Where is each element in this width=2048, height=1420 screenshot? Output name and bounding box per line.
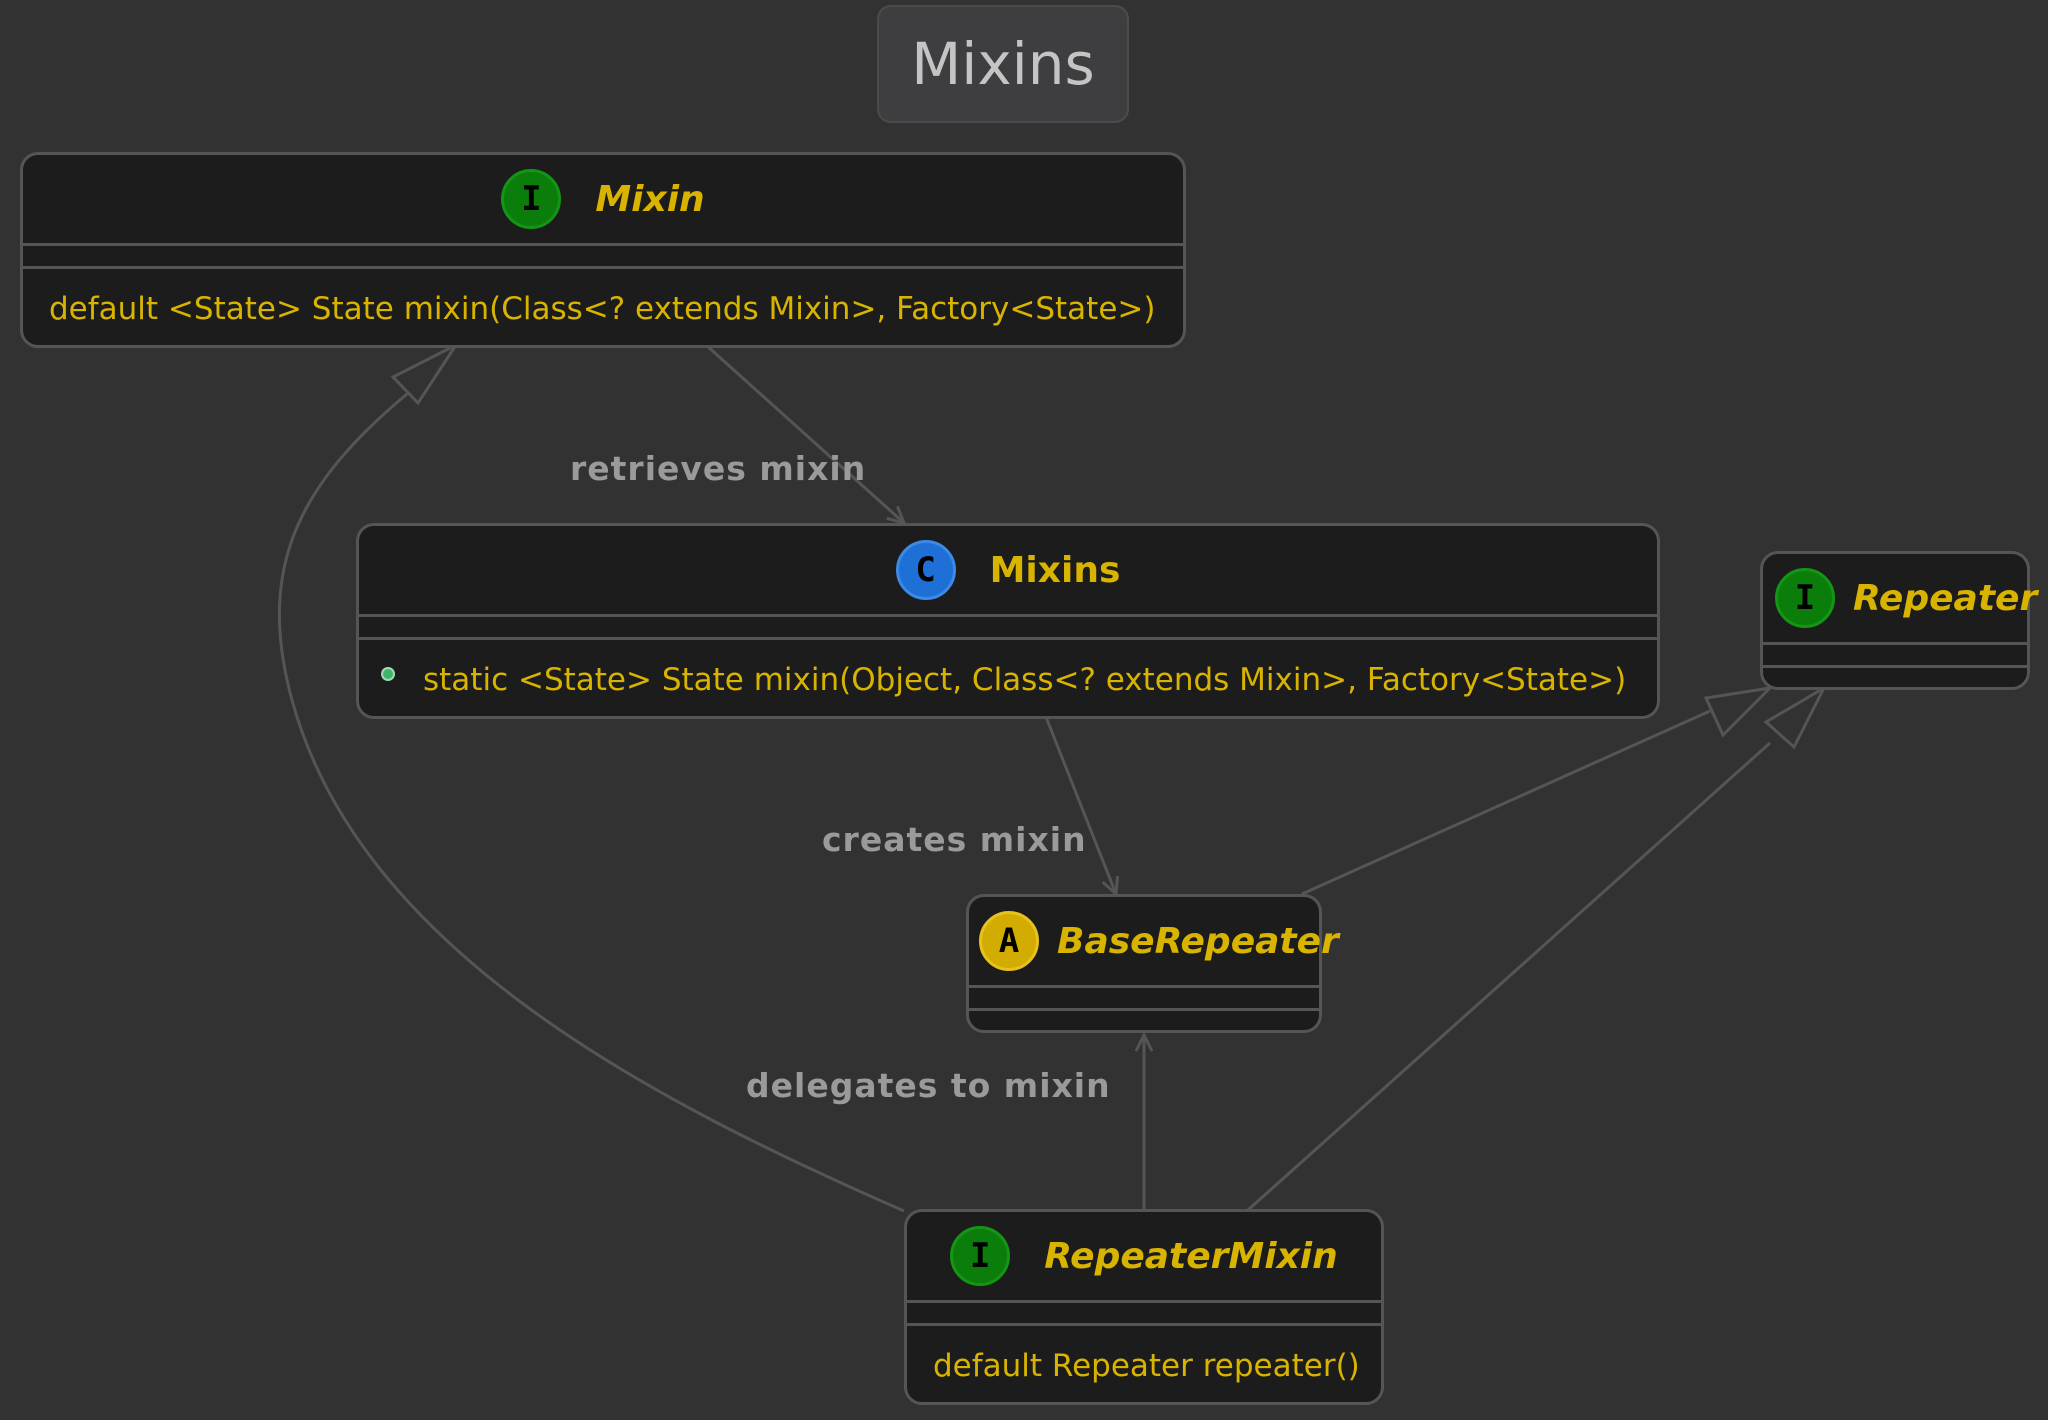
method-row: static <State> State mixin(Object, Class… xyxy=(359,640,1657,720)
edge-repeatermixin-to-repeater xyxy=(1246,741,1772,1212)
class-name: Repeater xyxy=(1853,577,2038,619)
class-repeater-mixin[interactable]: I RepeaterMixin default Repeater repeate… xyxy=(904,1209,1384,1405)
fields-section xyxy=(359,617,1657,640)
class-header: I RepeaterMixin xyxy=(907,1212,1381,1303)
realization-arrowhead xyxy=(1763,684,1828,750)
class-header: I Mixin xyxy=(23,155,1183,246)
class-header: A BaseRepeater xyxy=(969,897,1339,988)
class-repeater[interactable]: I Repeater xyxy=(1760,551,2037,690)
method-signature: static <State> State mixin(Object, Class… xyxy=(423,662,1627,698)
edge-label-retrieves-mixin: retrieves mixin xyxy=(570,449,867,488)
class-name: RepeaterMixin xyxy=(1044,1235,1338,1277)
class-name: Mixin xyxy=(595,178,705,220)
class-name: BaseRepeater xyxy=(1057,920,1339,962)
fields-section xyxy=(907,1303,1381,1326)
fields-section xyxy=(969,988,1319,1011)
fields-section xyxy=(1763,645,2027,668)
class-name: Mixins xyxy=(989,549,1121,591)
edge-repeatermixin-to-mixin xyxy=(277,383,905,1213)
interface-badge-icon: I xyxy=(501,169,562,229)
edge-label-creates-mixin: creates mixin xyxy=(822,820,1087,859)
method-row: default <State> State mixin(Class<? exte… xyxy=(23,269,1183,349)
method-signature: default Repeater repeater() xyxy=(933,1348,1360,1384)
class-badge-icon: C xyxy=(895,540,956,600)
interface-badge-icon: I xyxy=(950,1226,1011,1286)
abstract-badge-icon: A xyxy=(979,911,1039,971)
edge-mixins-to-baserepeater xyxy=(1044,716,1116,894)
edge-mixin-to-mixins xyxy=(704,343,904,523)
realization-arrowhead xyxy=(390,341,461,406)
class-mixin[interactable]: I Mixin default <State> State mixin(Clas… xyxy=(20,152,1186,348)
diagram-title: Mixins xyxy=(877,5,1129,123)
method-row: default Repeater repeater() xyxy=(907,1326,1381,1406)
edge-baserepeater-to-repeater xyxy=(1301,709,1711,896)
public-method-icon xyxy=(381,667,395,681)
realization-arrowhead xyxy=(1703,685,1775,738)
interface-badge-icon: I xyxy=(1775,568,1835,628)
edge-label-delegates-to-mixin: delegates to mixin xyxy=(746,1066,1111,1105)
class-header: I Repeater xyxy=(1763,554,2037,645)
class-base-repeater[interactable]: A BaseRepeater xyxy=(966,894,1339,1033)
class-mixins[interactable]: C Mixins static <State> State mixin(Obje… xyxy=(356,523,1660,719)
fields-section xyxy=(23,246,1183,269)
method-signature: default <State> State mixin(Class<? exte… xyxy=(49,291,1156,327)
class-header: C Mixins xyxy=(359,526,1657,617)
